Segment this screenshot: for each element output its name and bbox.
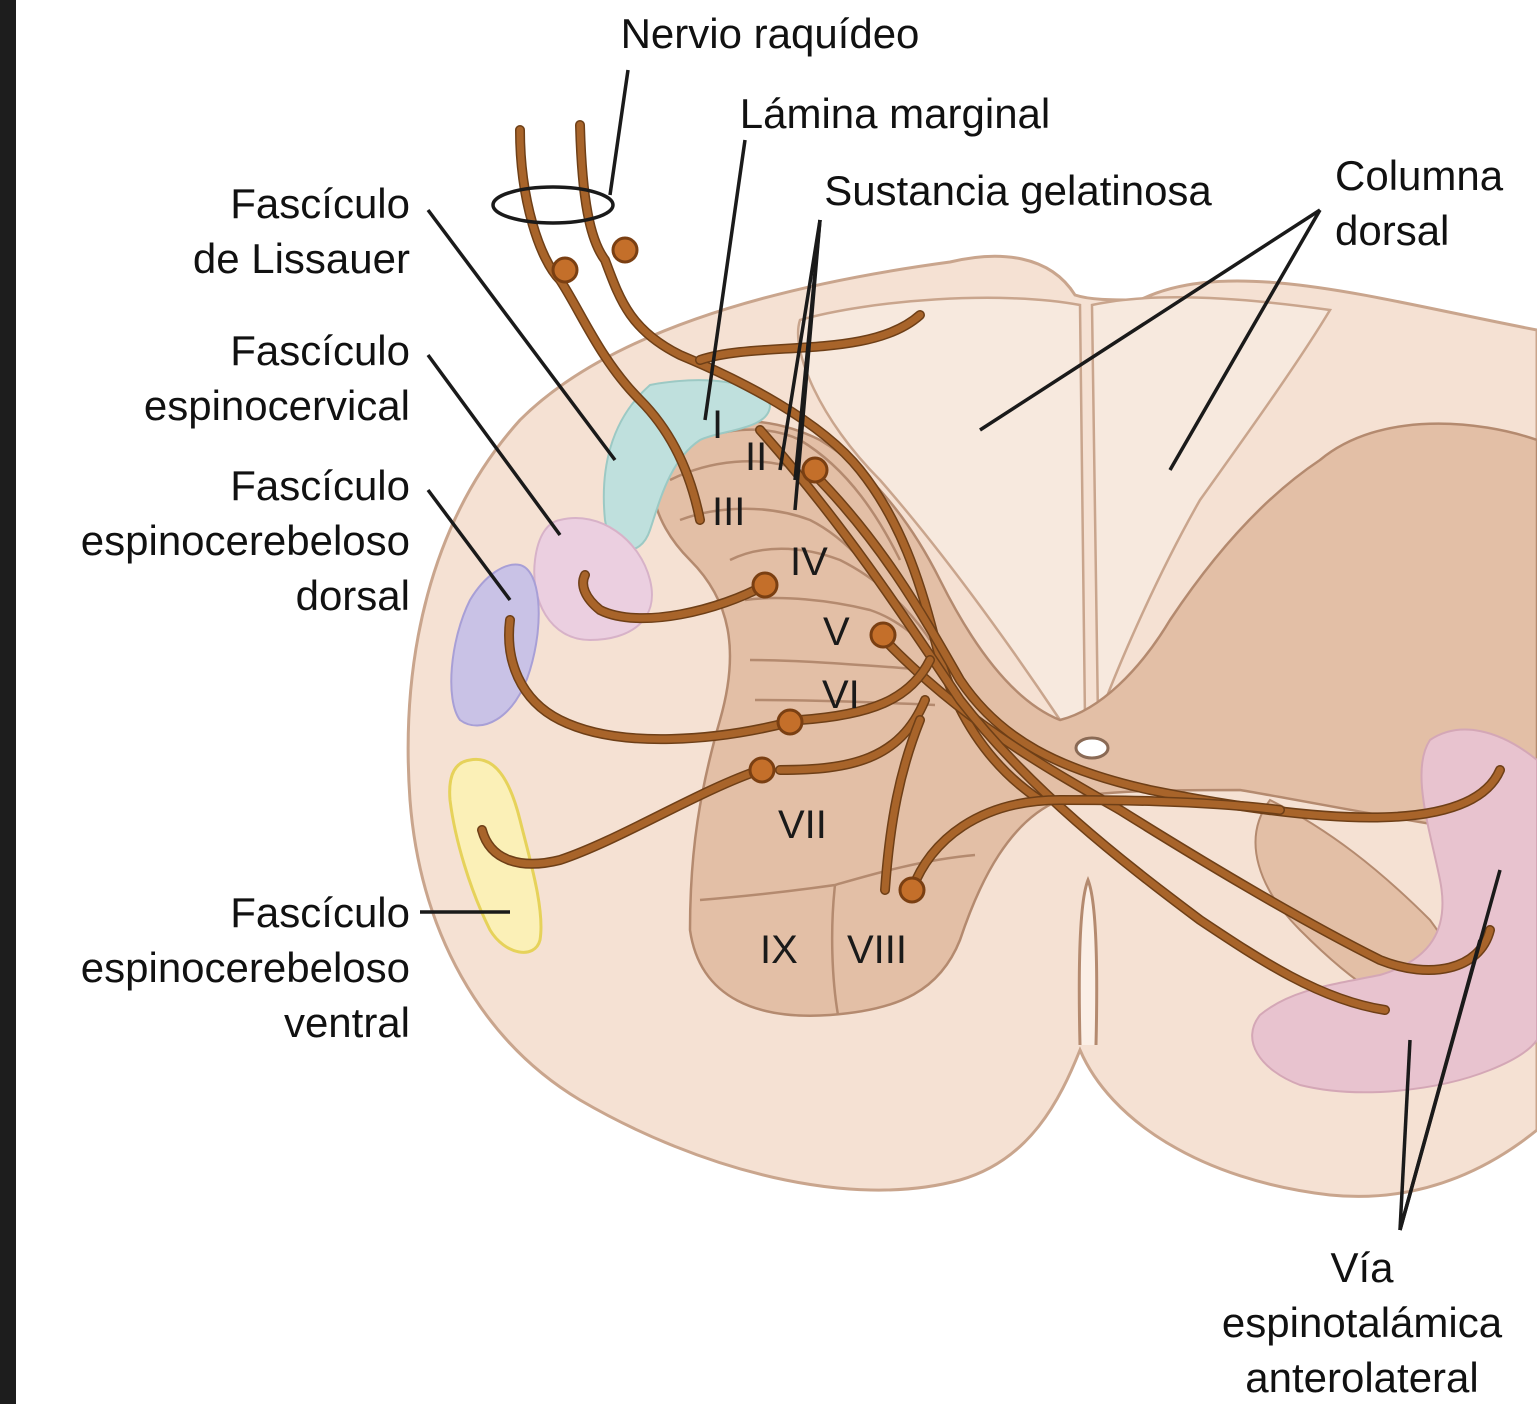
lamina-IX: IX	[760, 928, 798, 972]
lamina-VIII: VIII	[847, 928, 907, 972]
ventral-fissure	[1079, 880, 1096, 1045]
lamina-I: I	[712, 403, 723, 447]
lamina-III: III	[712, 490, 745, 534]
label-espinocerebeloso-ventral-line1: Fascículo	[230, 889, 410, 936]
label-lamina-marginal: Lámina marginal	[740, 90, 1051, 137]
label-espinocerebeloso-ventral-line2: espinocerebeloso	[81, 944, 410, 991]
label-espinocerebeloso-dorsal-line2: espinocerebeloso	[81, 517, 410, 564]
label-espinocerebeloso-ventral-line3: ventral	[284, 999, 410, 1046]
lamina-IV: IV	[790, 540, 828, 584]
nerve-ring	[493, 187, 613, 223]
label-espinocerebeloso-dorsal-line1: Fascículo	[230, 462, 410, 509]
lamina-VII: VII	[778, 803, 827, 847]
label-espinocerebeloso-dorsal-line3: dorsal	[296, 572, 410, 619]
label-lissauer-line2: de Lissauer	[193, 235, 410, 282]
label-via-line2: espinotalámica	[1222, 1299, 1503, 1346]
label-sustancia-gelatinosa: Sustancia gelatinosa	[824, 167, 1212, 214]
label-columna-line1: Columna	[1335, 152, 1504, 199]
label-via-line3: anterolateral	[1245, 1354, 1478, 1401]
lamina-II: II	[745, 435, 767, 479]
lamina-VI: VI	[822, 673, 860, 717]
label-nervio-raquideo: Nervio raquídeo	[621, 10, 920, 57]
label-columna-line2: dorsal	[1335, 207, 1449, 254]
label-espinocervical-line1: Fascículo	[230, 327, 410, 374]
label-via-line1: Vía	[1330, 1244, 1394, 1291]
central-canal	[1076, 738, 1108, 758]
label-espinocervical-line2: espinocervical	[144, 382, 410, 429]
lamina-V: V	[823, 610, 850, 654]
label-lissauer-line1: Fascículo	[230, 180, 410, 227]
